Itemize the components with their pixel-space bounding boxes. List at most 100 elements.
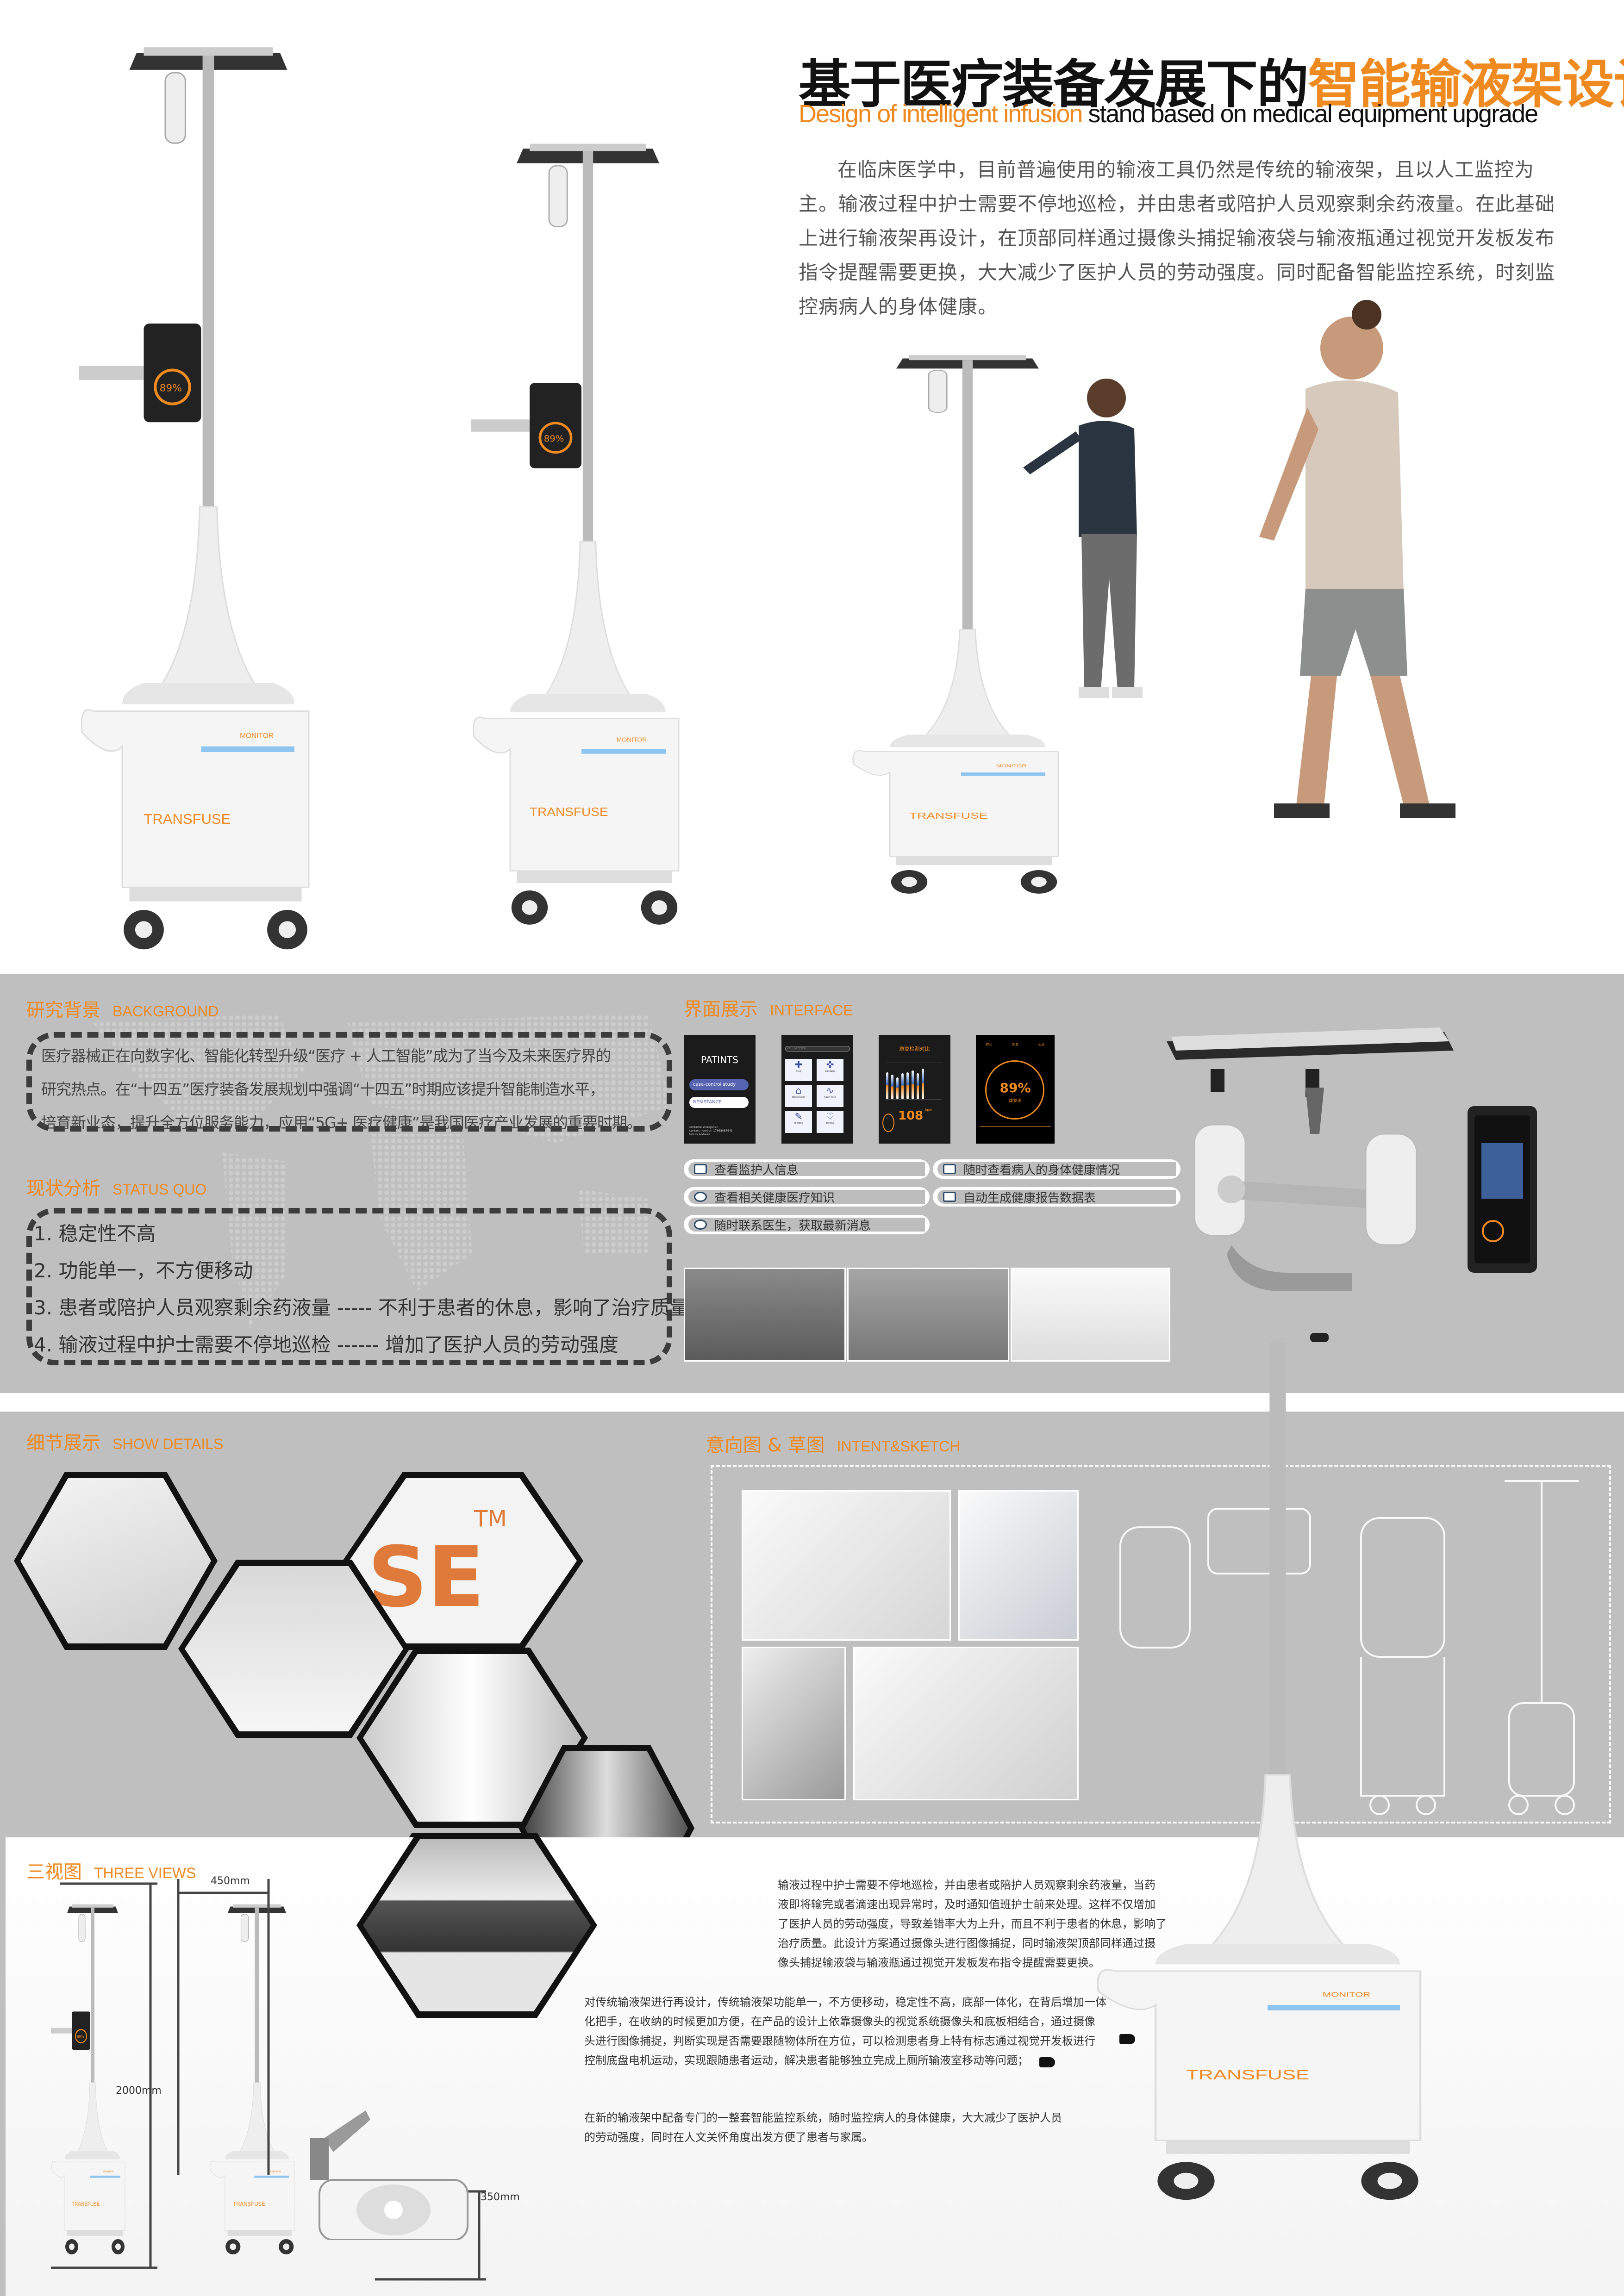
screen-title: PATINTS	[701, 1054, 738, 1065]
svg-text:TRANSFUSE: TRANSFUSE	[233, 2201, 265, 2207]
recovery-percent: 89%	[999, 1080, 1031, 1095]
logo-fragment: SE	[368, 1529, 485, 1626]
svg-text:MONITOR: MONITOR	[617, 736, 647, 743]
feature-health-report[interactable]: 自动生成健康报告数据表	[933, 1187, 1181, 1207]
svg-text:MONITOR: MONITOR	[103, 2171, 114, 2173]
background-line: 研究热点。在“十四五”医疗装备发展规划中强调“十四五”时期应该提升智能制造水平，	[41, 1080, 605, 1098]
resistance-button[interactable]: RESISTANCE	[689, 1097, 749, 1108]
description-line: 化把手，在收纳的时候更加方便，在产品的设计上依靠摄像头的视觉系统摄像头和底板相结…	[584, 2015, 1095, 2028]
infusion-stand-illustration: TRANSFUSE MONITOR 89%	[51, 1904, 125, 2255]
intent-photo-kiosks	[853, 1647, 1079, 1800]
description-line: 液即将输完或者滴速出现异常时，及时通知值班护士前来处理。这样不仅增加	[778, 1898, 1156, 1911]
interface-screen-menu: CELL INFECTION ✚drug ✜bandage ⌂registrat…	[781, 1035, 853, 1144]
reference-photo-cart	[1011, 1268, 1170, 1362]
background-text: 医疗器械正在向数字化、智能化转型升级“医疗 + 人工智能”成为了当今及未来医疗界…	[32, 1038, 667, 1139]
intent-photo-device	[742, 1647, 846, 1800]
sketch-lines	[1119, 1480, 1579, 1815]
screen4-icons: 转化姓名心率	[976, 1042, 1055, 1047]
tile-grid: ✚drug ✜bandage ⌂registration ∿heart rate…	[785, 1059, 843, 1133]
feature-guardian-info[interactable]: 查看监护人信息	[684, 1159, 930, 1179]
status-item: 3. 患者或陪护人员观察剩余药液量 ----- 不利于患者的休息，影响了治疗质量	[34, 1296, 689, 1319]
recovery-ring	[985, 1060, 1044, 1120]
three-view-front: TRANSFUSE MONITOR	[204, 1902, 310, 2263]
width-dimension-label: 450mm	[211, 1875, 250, 1887]
svg-text:MONITOR: MONITOR	[996, 764, 1027, 769]
intent-sketch-box	[711, 1465, 1611, 1823]
search-input[interactable]: CELL INFECTION	[785, 1046, 850, 1052]
description-paragraph-1: 输液过程中护士需要不停地巡检，并由患者或陪护人员观察剩余药液量，当药 液即将输完…	[778, 1875, 1167, 1972]
chart-bar	[896, 1077, 899, 1099]
description-line: 治疗质量。此设计方案通过摄像头进行图像捕捉，同时输液架顶部同样通过摄	[778, 1937, 1156, 1950]
divider	[980, 1126, 1051, 1127]
feature-health-status[interactable]: 随时查看病人的身体健康情况	[933, 1159, 1181, 1179]
feature-contact-doctor[interactable]: 随时联系医生，获取最新消息	[684, 1215, 930, 1234]
detail-hex-handle	[14, 1472, 218, 1650]
chart-bar	[917, 1073, 919, 1099]
screw-icon	[1039, 2057, 1055, 2067]
three-view-side: TRANSFUSE MONITOR 89%	[46, 1902, 139, 2263]
tile-heart-rate[interactable]: ∿heart rate	[817, 1085, 843, 1107]
status-item: 1. 稳定性不高	[34, 1222, 156, 1245]
tile-drug[interactable]: ✚drug	[785, 1059, 812, 1081]
page-title: 基于医疗装备发展下的智能输液架设计	[799, 55, 1624, 115]
svg-text:MONITOR: MONITOR	[240, 732, 274, 740]
description-line: 对传统输液架进行再设计，传统输液架功能单一，不方便移动，稳定性不高，底部一体化，…	[584, 1996, 1106, 2009]
chart-icon	[943, 1192, 956, 1202]
svg-text:89%: 89%	[160, 382, 182, 394]
tile-fitness[interactable]: ♡fitness	[817, 1111, 843, 1133]
svg-text:89%: 89%	[544, 434, 564, 443]
three-views-panel-border	[0, 1837, 6, 2296]
intro-paragraph: 在临床医学中，目前普遍使用的输液工具仍然是传统的输液架，且以人工监控为主。输液过…	[799, 158, 1555, 318]
top-view-illustration	[310, 2110, 468, 2240]
screw-icon	[1119, 2034, 1135, 2044]
feature-medical-knowledge[interactable]: 查看相关健康医疗知识	[684, 1187, 930, 1207]
stethoscope-icon	[694, 1220, 707, 1230]
interface-screen-recovery-rate: 转化姓名心率 89% 康复率	[976, 1035, 1055, 1144]
contact-info: contacts: zhangshan contact number: 1766…	[689, 1126, 733, 1137]
bpm-unit: bpm	[925, 1108, 932, 1112]
product-render-back: TRANSFUSE MONITOR	[838, 352, 1097, 907]
chart-bar	[912, 1070, 914, 1099]
person-figure-nurse	[1023, 379, 1143, 698]
chart-bar	[891, 1074, 893, 1099]
exploded-view-illustration	[1167, 1027, 1537, 1342]
description-line: 像头捕捉输液袋与输液瓶通过视觉开发板发布指令提醒需要更换。	[778, 1956, 1100, 1969]
reference-photo-ward	[684, 1268, 846, 1362]
product-render-front: TRANSFUSE MONITOR 89%	[65, 42, 352, 972]
contact-line: contact number: 17668087643	[689, 1129, 733, 1132]
description-line: 头进行图像捕捉，判断实现是否需要跟随物体所在方位，可以检测患者身上特有标志通过视…	[584, 2035, 1095, 2047]
infusion-stand-illustration: TRANSFUSE MONITOR 89%	[471, 143, 680, 925]
description-paragraph-2: 对传统输液架进行再设计，传统输液架功能单一，不方便移动，稳定性不高，底部一体化，…	[584, 1992, 1106, 2070]
conversion-label: 转化	[986, 1043, 993, 1046]
description-line: 了医护人员的劳动强度，导致差错率大为上升，而且不利于患者的休息，影响了	[778, 1917, 1167, 1930]
tile-registration[interactable]: ⌂registration	[785, 1085, 812, 1107]
page-subtitle: Design of intelligent infusion stand bas…	[799, 100, 1538, 128]
shield-icon	[694, 1192, 707, 1202]
height-dimension-label: 2000mm	[116, 2085, 162, 2097]
description-line: 在新的输液架中配备专门的一整套智能监控系统，随时监控病人的身体健康，大大减少了医…	[584, 2111, 1062, 2124]
infusion-stand-illustration: TRANSFUSE MONITOR	[1097, 1342, 1422, 2200]
description-line: 输液过程中护士需要不停地巡检，并由患者或陪护人员观察剩余药液量，当药	[778, 1879, 1156, 1892]
world-map-dots-decoration	[93, 1014, 671, 1328]
id-card-icon	[694, 1164, 707, 1174]
tile-remedy[interactable]: ✎remedy	[785, 1111, 812, 1133]
background-box: 医疗器械正在向数字化、智能化转型升级“医疗 + 人工智能”成为了当今及未来医疗界…	[26, 1032, 672, 1132]
description-line: 的劳动强度，同时在人文关怀角度出发方便了患者与家属。	[584, 2131, 873, 2144]
name-label: 姓名	[1012, 1043, 1018, 1046]
status-quo-box: 1. 稳定性不高 2. 功能单一，不方便移动 3. 患者或陪护人员观察剩余药液量…	[26, 1208, 689, 1365]
tile-bandage[interactable]: ✜bandage	[817, 1059, 843, 1081]
infusion-stand-illustration: TRANSFUSE MONITOR	[852, 355, 1059, 894]
infusion-stand-illustration: TRANSFUSE MONITOR	[209, 1904, 295, 2255]
svg-text:MONITOR: MONITOR	[269, 2171, 281, 2173]
intent-photo-ultrasound	[958, 1490, 1079, 1641]
contact-line: contacts: zhangshan	[689, 1126, 718, 1129]
heart-rate-dial-icon	[882, 1114, 894, 1132]
dimension-lines	[51, 1879, 486, 2281]
svg-text:89%: 89%	[77, 2035, 84, 2039]
description-line: 控制底盘电机运动，实现跟随患者运动，解决患者能够独立完成上厕所输液室移动等问题；	[584, 2054, 1029, 2067]
detail-hex-base-curve	[178, 1560, 410, 1738]
case-control-button[interactable]: case-control study	[689, 1079, 749, 1090]
